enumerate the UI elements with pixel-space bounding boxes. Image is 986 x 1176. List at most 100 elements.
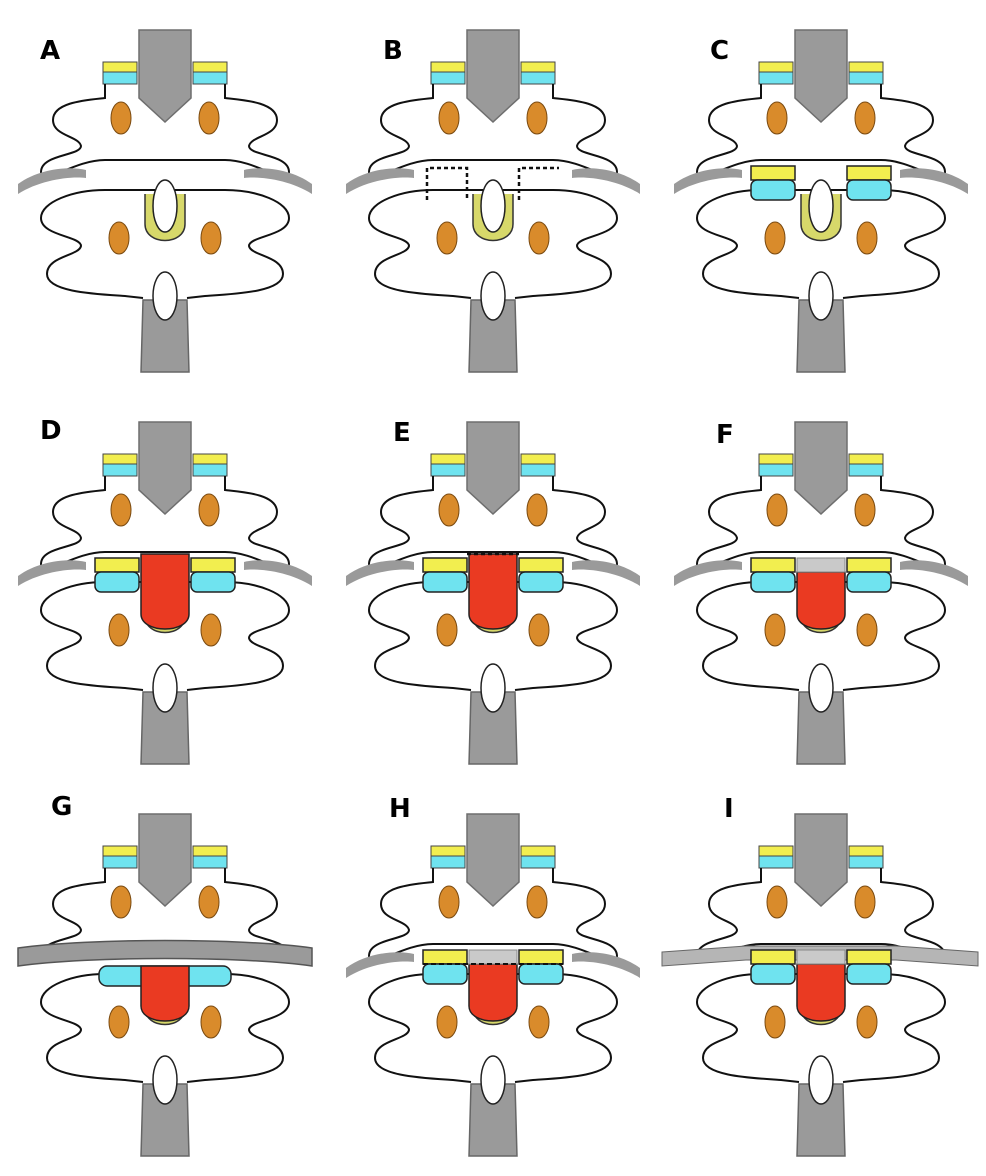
top-spinous-process — [794, 421, 848, 516]
upper-right-oval — [854, 493, 876, 527]
facet-cyan — [750, 571, 796, 593]
vertebra-diagram — [674, 421, 968, 765]
yellow-cap — [102, 453, 138, 465]
yellow-cap — [758, 453, 794, 465]
red-graft — [140, 553, 190, 630]
red-graft — [468, 553, 518, 630]
lower-vertebra-outline — [695, 973, 947, 1083]
lower-left-oval — [764, 1005, 786, 1039]
top-spinous-process — [466, 421, 520, 516]
upper-right-oval — [198, 493, 220, 527]
yellow-cap — [430, 845, 466, 857]
cyan-cap — [430, 71, 466, 85]
yellow-cap — [430, 61, 466, 73]
lower-left-oval — [108, 221, 130, 255]
panel-d: D — [0, 392, 330, 784]
bottom-foramen — [152, 271, 178, 321]
right-rib-band — [244, 560, 312, 586]
upper-right-oval — [854, 101, 876, 135]
cyan-cap — [758, 463, 794, 477]
facet-yellow — [750, 949, 796, 965]
upper-right-oval — [526, 493, 548, 527]
facet-cyan — [190, 571, 236, 593]
upper-left-oval — [766, 101, 788, 135]
lower-vertebra-outline — [367, 581, 619, 691]
panel-b: B — [328, 0, 658, 392]
upper-right-oval — [198, 885, 220, 919]
upper-left-oval — [110, 101, 132, 135]
cyan-cap — [192, 855, 228, 869]
facet-yellow — [518, 949, 564, 965]
red-graft — [796, 963, 846, 1022]
lower-right-oval — [200, 1005, 222, 1039]
panel-h: H — [328, 784, 658, 1176]
facet-yellow — [750, 557, 796, 573]
yellow-cap — [848, 453, 884, 465]
left-rib-band — [18, 560, 86, 586]
panel-label: A — [40, 36, 61, 66]
trimmed-graft-top — [796, 949, 846, 965]
panel-label: C — [710, 36, 730, 66]
lower-left-oval — [436, 1005, 458, 1039]
panel-g: G — [0, 784, 330, 1176]
lower-right-oval — [528, 221, 550, 255]
lower-right-oval — [856, 221, 878, 255]
vertebra-diagram — [346, 421, 640, 765]
facet-cyan — [422, 963, 468, 985]
lower-left-oval — [108, 613, 130, 647]
lower-right-oval — [200, 613, 222, 647]
lower-right-oval — [528, 1005, 550, 1039]
left-rib-band — [346, 952, 414, 978]
right-rib-band — [572, 168, 640, 194]
lower-vertebra-outline — [39, 973, 291, 1083]
cyan-cap — [520, 71, 556, 85]
top-spinous-process — [794, 813, 848, 908]
top-spinous-process — [138, 29, 192, 124]
right-rib-band — [572, 560, 640, 586]
bottom-foramen — [808, 663, 834, 713]
lower-right-oval — [200, 221, 222, 255]
upper-left-oval — [766, 885, 788, 919]
right-rib-band — [900, 560, 968, 586]
upper-right-oval — [854, 885, 876, 919]
panel-label: H — [389, 794, 411, 824]
bottom-foramen — [808, 271, 834, 321]
lower-left-oval — [764, 613, 786, 647]
right-rib-band — [900, 168, 968, 194]
cyan-cap — [848, 463, 884, 477]
facet-yellow — [846, 557, 892, 573]
yellow-cap — [520, 453, 556, 465]
facet-cyan — [518, 963, 564, 985]
lower-right-oval — [856, 613, 878, 647]
vertebra-diagram — [674, 29, 968, 373]
facet-yellow — [846, 949, 892, 965]
panel-label: B — [383, 36, 403, 66]
yellow-cap — [430, 453, 466, 465]
yellow-cap — [848, 845, 884, 857]
upper-vertebra-outline — [695, 476, 947, 570]
top-spinous-process — [794, 29, 848, 124]
left-cut-outline — [425, 166, 469, 200]
upper-vertebra-outline — [39, 84, 291, 178]
canal-opening — [808, 179, 834, 233]
cyan-cap — [192, 463, 228, 477]
upper-vertebra-outline — [367, 868, 619, 962]
lower-left-oval — [436, 221, 458, 255]
canal-opening — [480, 179, 506, 233]
yellow-cap — [102, 61, 138, 73]
cyan-cap — [102, 855, 138, 869]
upper-vertebra-outline — [695, 868, 947, 962]
vertebra-diagram — [346, 813, 640, 1157]
yellow-cap — [520, 845, 556, 857]
lower-vertebra-outline — [39, 189, 291, 299]
facet-yellow — [190, 557, 236, 573]
joined-plate — [17, 939, 313, 967]
red-graft — [140, 965, 190, 1022]
left-rib-band — [18, 168, 86, 194]
right-rib-band — [244, 168, 312, 194]
panel-label: E — [393, 418, 411, 448]
lower-left-oval — [764, 221, 786, 255]
upper-left-oval — [438, 885, 460, 919]
facet-yellow — [846, 165, 892, 181]
